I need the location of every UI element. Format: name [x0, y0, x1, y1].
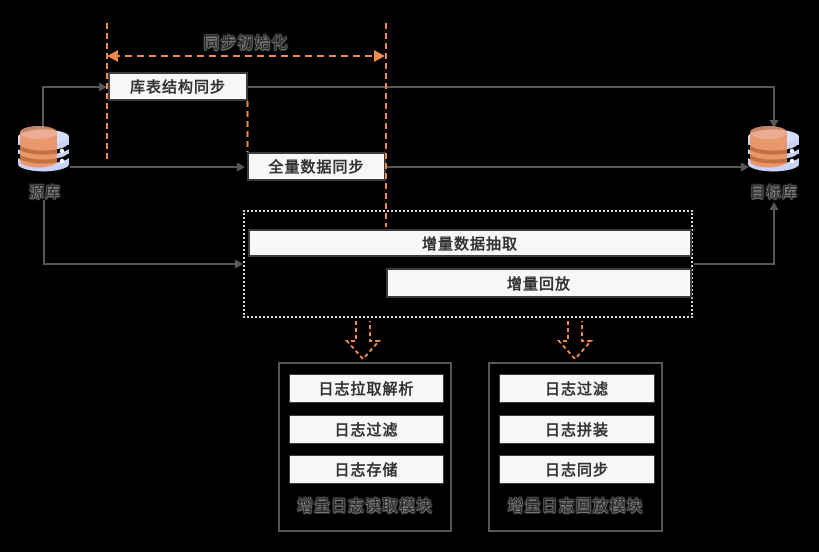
replay-to-target-connector	[694, 209, 775, 265]
reader-module-frame: 日志拉取解析 日志过滤 日志存储	[278, 362, 452, 532]
replay-module-item: 日志拼装	[499, 415, 655, 444]
schema-to-target-connector	[248, 86, 775, 121]
replay-module-frame: 日志过滤 日志拼装 日志同步	[488, 362, 663, 532]
reader-module-arrow	[344, 321, 382, 361]
replay-module-item: 日志过滤	[499, 374, 655, 403]
replay-module-arrow	[556, 321, 594, 361]
arrowhead	[99, 82, 107, 92]
step-full-data-sync: 全量数据同步	[247, 152, 386, 181]
source-db-label: 源库	[28, 183, 61, 201]
step-schema-sync: 库表结构同步	[108, 72, 248, 101]
arrowhead	[237, 162, 245, 172]
target-database-icon	[746, 126, 801, 172]
target-db-label: 目标库	[749, 183, 798, 201]
arrowhead	[769, 202, 779, 210]
sync-init-title: 同步初始化	[203, 33, 289, 52]
replay-module-item: 日志同步	[499, 455, 655, 484]
reader-module-label: 增量日志读取模块	[296, 496, 433, 515]
reader-module-item: 日志过滤	[289, 415, 444, 444]
init-range-arrowhead-right	[374, 50, 385, 62]
step-incremental-replay: 增量回放	[386, 268, 692, 298]
incremental-group-frame	[243, 210, 693, 318]
init-range-arrowhead-left	[107, 50, 118, 62]
step-incremental-extract: 增量数据抽取	[248, 229, 692, 257]
reader-module-item: 日志存储	[289, 455, 444, 484]
arrowhead	[235, 259, 243, 269]
source-to-incremental-connector	[43, 200, 236, 265]
source-database-icon	[16, 126, 71, 172]
replay-module-label: 增量日志回放模块	[507, 496, 644, 515]
reader-module-item: 日志拉取解析	[289, 374, 444, 403]
